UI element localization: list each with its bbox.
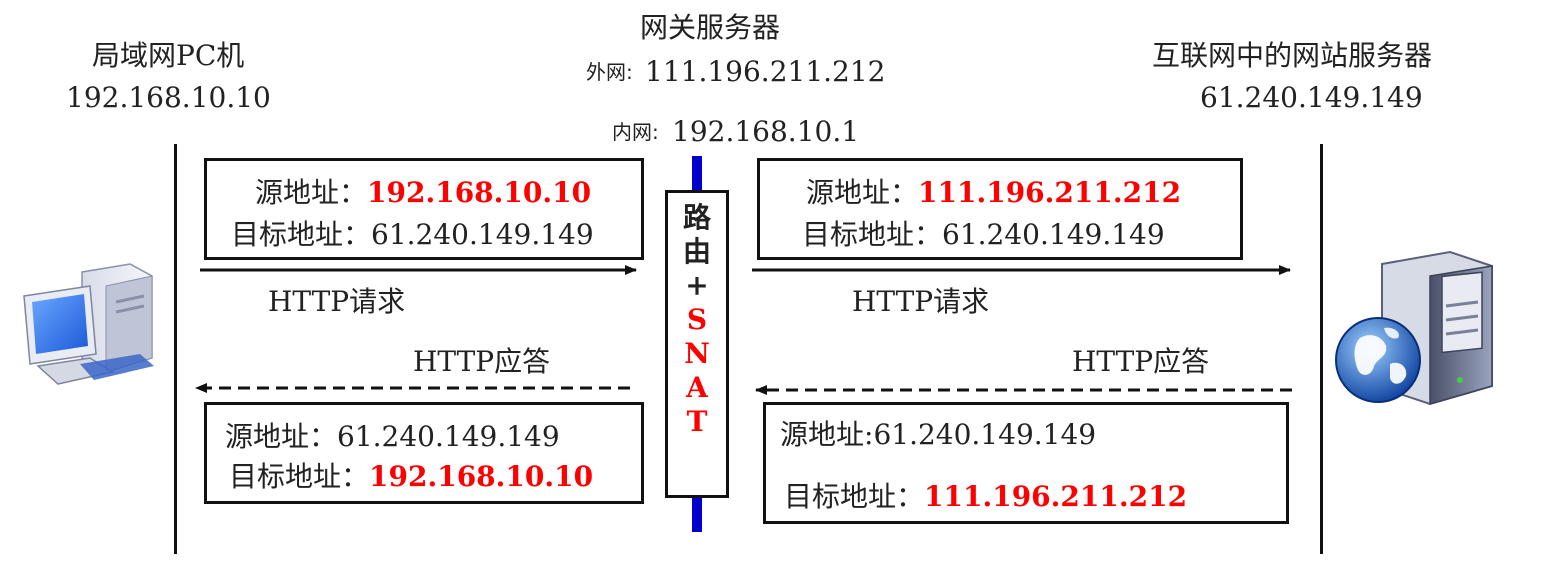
dst-label: 目标地址： (784, 480, 925, 513)
pc-ip: 192.168.10.10 (66, 81, 271, 114)
dst-address: 61.240.149.149 (371, 218, 594, 251)
gateway-outer-ip: 111.196.211.212 (645, 55, 886, 88)
src-label: 源地址： (806, 176, 919, 209)
gateway-title: 网关服务器 (640, 11, 781, 44)
src-label: 源地址： (255, 176, 368, 209)
server-title: 互联网中的网站服务器 (1152, 39, 1433, 72)
dst-label: 目标地址： (802, 218, 943, 251)
request-label-left: HTTP请求 (268, 285, 406, 318)
request-label-right: HTTP请求 (852, 285, 990, 318)
server-ip: 61.240.149.149 (1200, 81, 1423, 114)
dst-address: 192.168.10.10 (369, 460, 594, 493)
web-server-globe-icon (1332, 246, 1496, 410)
dst-address: 111.196.211.212 (924, 480, 1188, 513)
packet-box-request-pc: 源地址：192.168.10.10 目标地址：61.240.149.149 (204, 158, 644, 260)
src-address: 111.196.211.212 (918, 176, 1182, 209)
server-timeline (1320, 144, 1323, 554)
packet-box-response-pc: 源地址：61.240.149.149 目标地址：192.168.10.10 (204, 402, 644, 504)
response-label-left: HTTP应答 (413, 345, 551, 378)
gateway-outer-prefix: 外网: (586, 60, 633, 84)
src-address: 61.240.149.149 (337, 420, 560, 453)
snat-char: T (686, 405, 708, 438)
src-label: 源地址： (225, 420, 338, 453)
gateway-inner-ip: 192.168.10.1 (672, 115, 860, 148)
src-address: 192.168.10.10 (367, 176, 592, 209)
route-char: 路 (682, 201, 711, 234)
packet-box-request-internet: 源地址：111.196.211.212 目标地址：61.240.149.149 (757, 158, 1243, 260)
snat-char: A (686, 371, 708, 404)
pc-title: 局域网PC机 (92, 39, 245, 72)
dst-label: 目标地址： (231, 218, 372, 251)
desktop-computer-icon (20, 262, 156, 392)
snat-char: S (686, 303, 708, 336)
dst-label: 目标地址： (229, 460, 370, 493)
src-label: 源地址: (780, 418, 874, 451)
route-char: 由 (682, 235, 711, 268)
route-snat-box: 路 由 + S N A T (665, 190, 729, 498)
dst-address: 61.240.149.149 (942, 218, 1165, 251)
response-label-right: HTTP应答 (1072, 345, 1210, 378)
pc-timeline (174, 144, 177, 554)
src-address: 61.240.149.149 (873, 418, 1097, 451)
packet-box-response-internet: 源地址:61.240.149.149 目标地址：111.196.211.212 (763, 402, 1289, 524)
route-char: + (685, 269, 709, 302)
snat-char: N (684, 337, 710, 370)
gateway-inner-prefix: 内网: (612, 120, 659, 144)
